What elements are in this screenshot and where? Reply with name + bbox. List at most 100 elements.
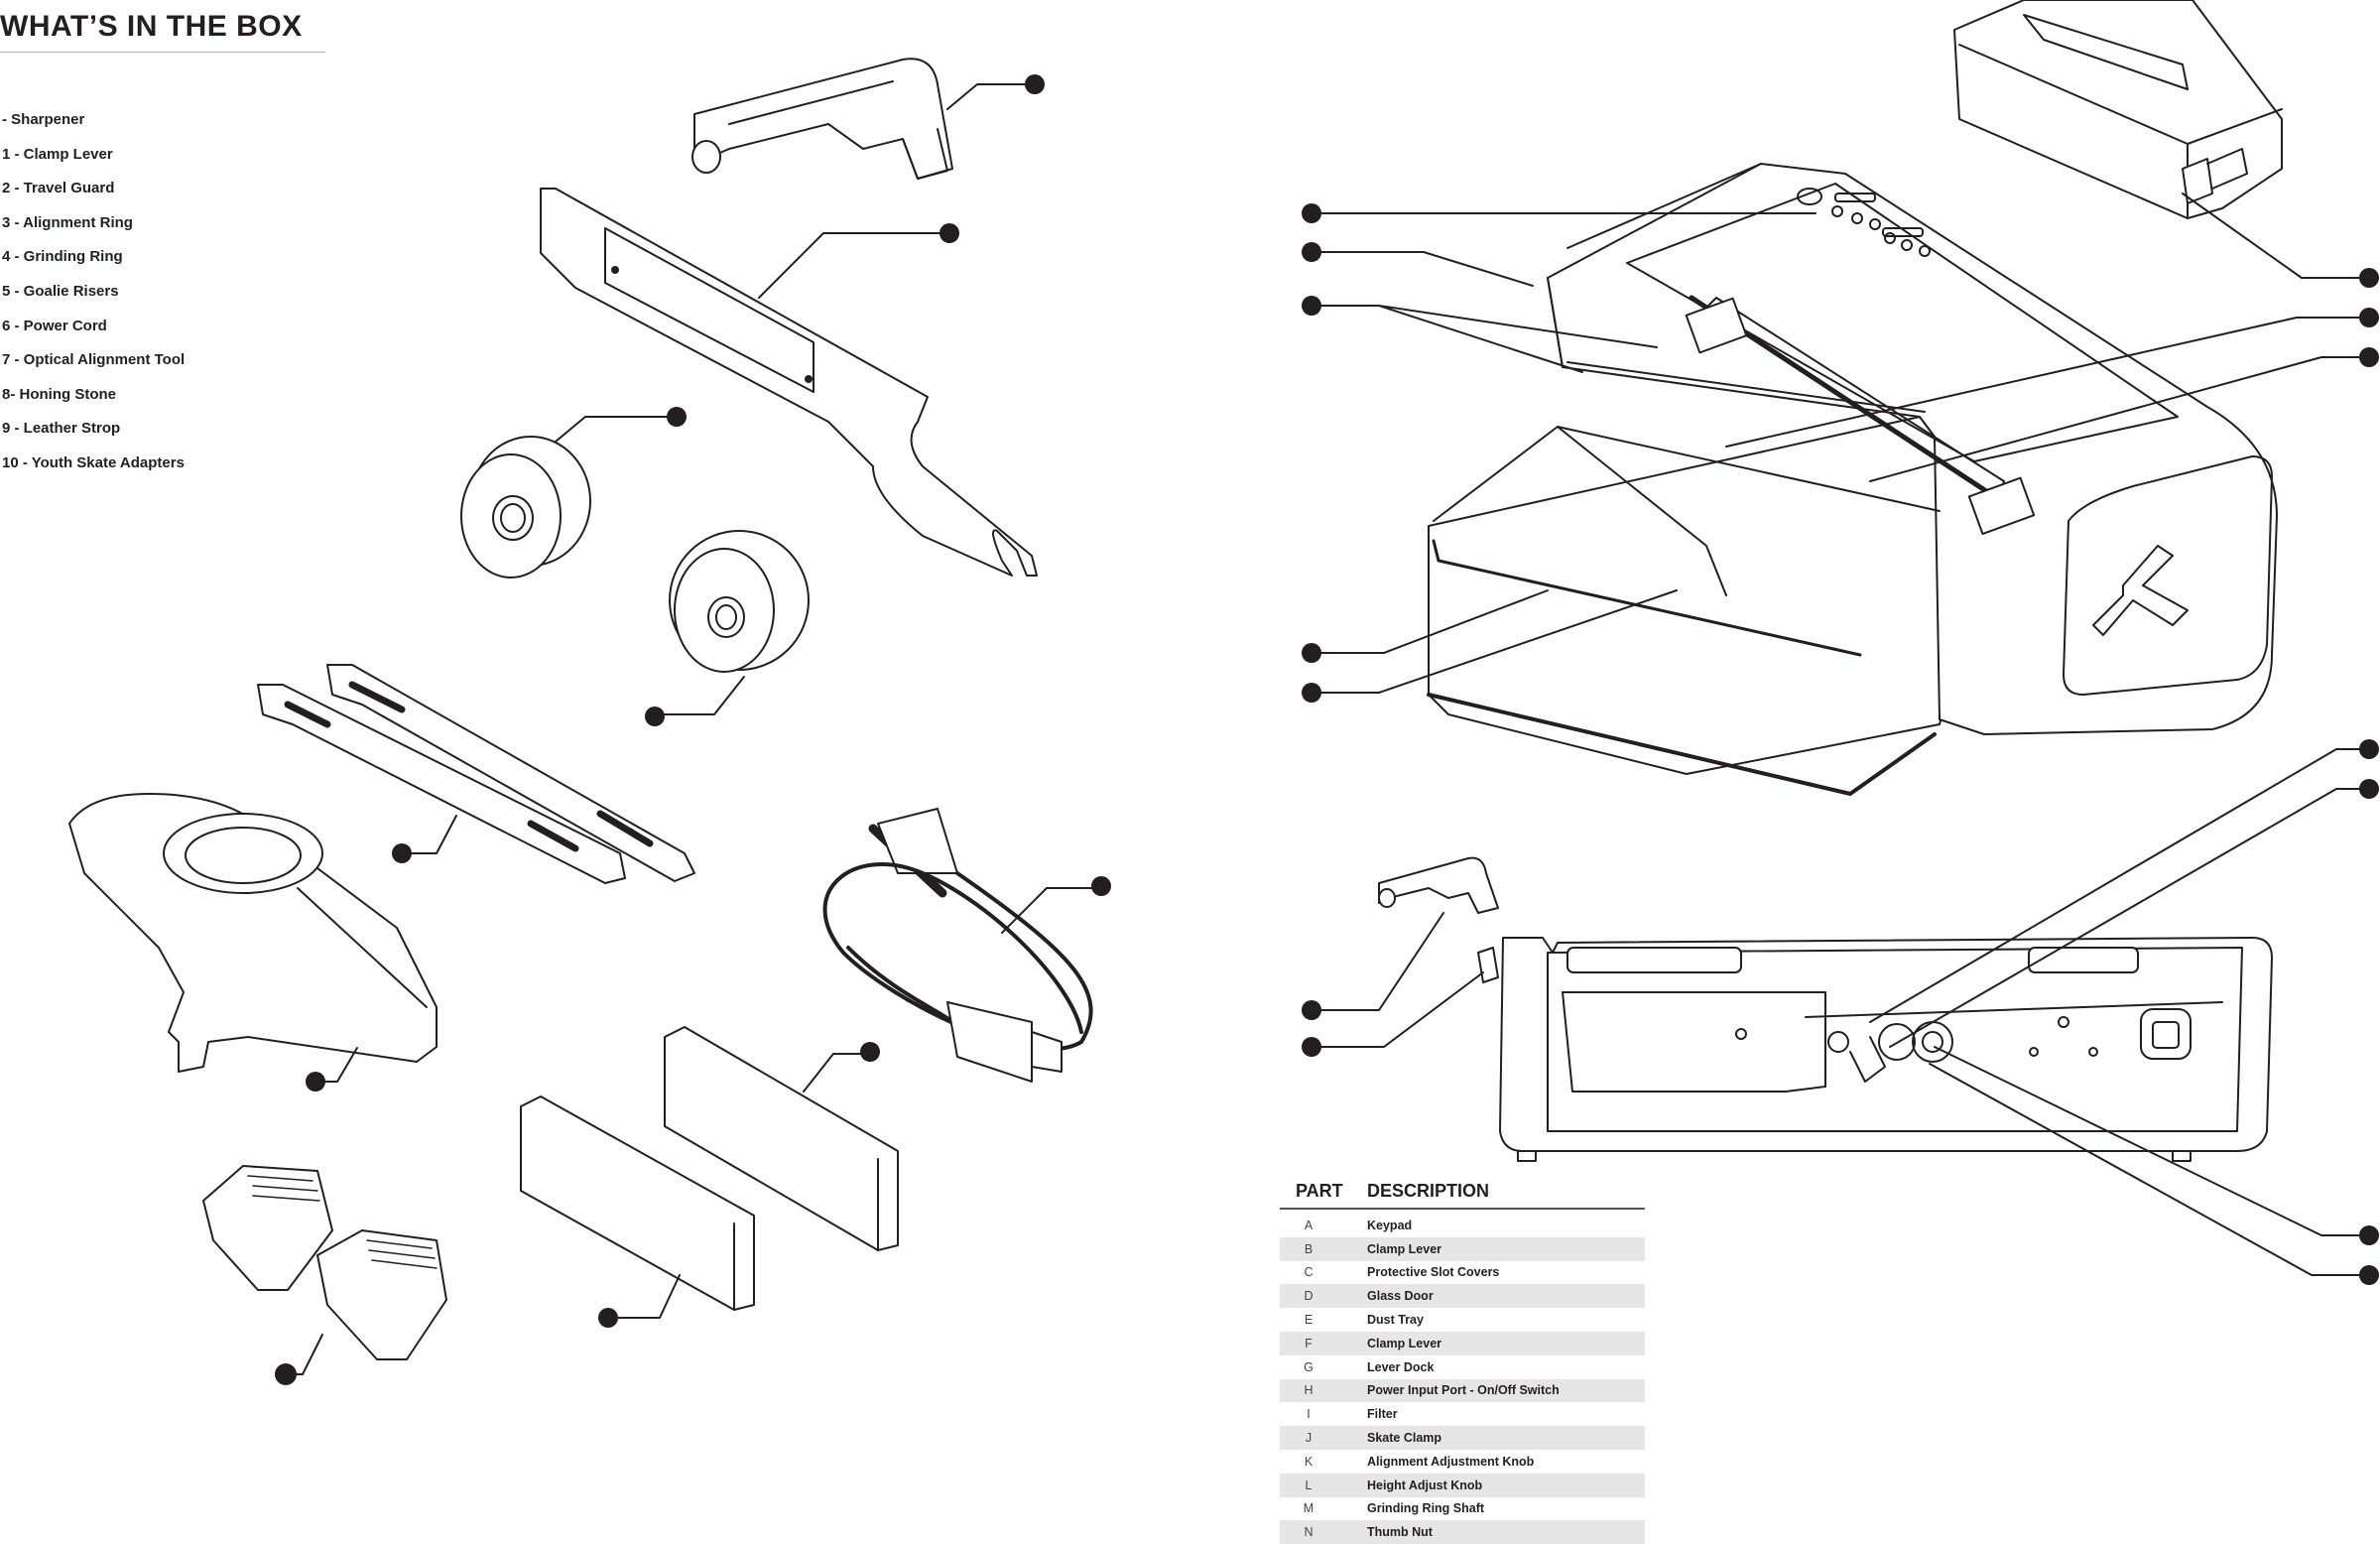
part-letter: G — [1304, 1359, 1314, 1374]
svg-text:A: A — [1307, 206, 1316, 221]
svg-text:2: 2 — [945, 226, 952, 241]
header-part: PART — [1296, 1181, 1343, 1201]
contents-item: 8- Honing Stone — [2, 385, 116, 403]
table-row: K Alignment Adjustment Knob — [1280, 1450, 1645, 1474]
part-description: Clamp Lever — [1367, 1241, 1442, 1256]
part-description: Keypad — [1367, 1218, 1413, 1232]
contents-item: 7 - Optical Alignment Tool — [2, 351, 186, 369]
part-letter: M — [1303, 1501, 1315, 1516]
part-description: Filter — [1367, 1407, 1398, 1422]
sharpener-main-illustration — [1427, 163, 2278, 796]
part-letter: H — [1304, 1383, 1314, 1398]
box-contents-list: - Sharpener 1 - Clamp Lever 2 - Travel G… — [2, 103, 185, 481]
youth-skate-adapters-illustration — [202, 1165, 447, 1360]
callout-E: E — [1302, 683, 1321, 703]
callout-I: I — [2359, 308, 2379, 327]
svg-text:M: M — [2364, 1228, 2375, 1243]
header-description: DESCRIPTION — [1367, 1181, 1490, 1201]
callout-F: F — [1302, 1000, 1321, 1020]
table-row: J Skate Clamp — [1280, 1426, 1645, 1450]
goalie-risers-illustration — [257, 664, 695, 884]
callout-2: 2 — [939, 223, 959, 243]
part-description: Lever Dock — [1367, 1359, 1435, 1374]
svg-text:H: H — [2364, 271, 2373, 286]
part-letter: D — [1304, 1289, 1314, 1304]
svg-text:C: C — [1307, 299, 1316, 314]
callout-B: B — [1302, 242, 1321, 262]
svg-text:I: I — [2367, 311, 2371, 325]
page-title: WHAT’S IN THE BOX — [0, 10, 303, 43]
callout-7: 7 — [306, 1072, 325, 1092]
part-letter: L — [1305, 1478, 1313, 1492]
callout-4: 4 — [645, 707, 665, 726]
svg-text:5: 5 — [398, 846, 405, 861]
grinding-ring-illustration — [669, 530, 810, 673]
contents-item: 9 - Leather Strop — [2, 420, 121, 438]
svg-text:F: F — [1308, 1003, 1315, 1018]
svg-text:3: 3 — [673, 410, 680, 425]
part-letter: F — [1305, 1336, 1313, 1351]
travel-guard-illustration — [540, 188, 1038, 577]
callout-J: J — [2359, 347, 2379, 367]
svg-text:9: 9 — [604, 1311, 611, 1326]
table-row: D Glass Door — [1280, 1284, 1645, 1309]
power-cord-illustration — [822, 808, 1093, 1083]
callout-L: L — [2359, 779, 2379, 799]
contents-item: 5 - Goalie Risers — [2, 282, 119, 300]
svg-text:4: 4 — [651, 709, 659, 724]
part-description: Skate Clamp — [1367, 1431, 1442, 1446]
part-letter: K — [1304, 1454, 1314, 1469]
part-letter: A — [1304, 1218, 1314, 1232]
part-description: Power Input Port - On/Off Switch — [1367, 1383, 1560, 1398]
callout-D: D — [1302, 643, 1321, 663]
table-row: L Height Adjust Knob — [1280, 1473, 1645, 1497]
part-description: Dust Tray — [1367, 1313, 1424, 1328]
letter-callouts: A B C D E F G H I J K L M N — [1302, 203, 2379, 1285]
parts-table-header: PART DESCRIPTION — [1280, 1181, 1645, 1210]
part-description: Glass Door — [1367, 1289, 1434, 1304]
callout-C: C — [1302, 296, 1321, 316]
svg-text:K: K — [2364, 742, 2374, 757]
part-description: Protective Slot Covers — [1367, 1265, 1500, 1280]
callout-leaders-letters — [1309, 193, 2370, 1276]
table-row: H Power Input Port - On/Off Switch — [1280, 1378, 1645, 1403]
leather-strop-illustration — [520, 1095, 755, 1311]
callout-G: G — [1302, 1037, 1321, 1057]
svg-text:10: 10 — [280, 1368, 292, 1380]
contents-item: 2 - Travel Guard — [2, 180, 115, 197]
part-description: Thumb Nut — [1367, 1525, 1433, 1540]
clamp-lever-illustration — [691, 58, 953, 180]
callout-1: 1 — [1025, 74, 1045, 94]
part-letter: J — [1305, 1431, 1313, 1446]
callout-H: H — [2359, 268, 2379, 288]
svg-text:E: E — [1308, 686, 1316, 701]
contents-item: 3 - Alignment Ring — [2, 213, 133, 231]
part-description: Alignment Adjustment Knob — [1367, 1454, 1535, 1469]
table-row: M Grinding Ring Shaft — [1280, 1497, 1645, 1521]
callout-N: N — [2359, 1265, 2379, 1285]
title-divider — [0, 52, 325, 53]
table-row: A Keypad — [1280, 1214, 1645, 1237]
svg-text:1: 1 — [1031, 77, 1038, 92]
callout-5: 5 — [392, 843, 412, 863]
part-description: Height Adjust Knob — [1367, 1478, 1483, 1492]
sharpener-front-illustration — [1477, 937, 2273, 1162]
callout-K: K — [2359, 739, 2379, 759]
table-row: G Lever Dock — [1280, 1355, 1645, 1379]
part-letter: C — [1304, 1265, 1314, 1280]
part-letter: N — [1304, 1525, 1314, 1540]
svg-text:8: 8 — [866, 1045, 873, 1060]
alignment-ring-illustration — [460, 436, 591, 579]
svg-text:J: J — [2365, 350, 2372, 365]
part-description: Grinding Ring Shaft — [1367, 1501, 1485, 1516]
svg-text:6: 6 — [1097, 879, 1104, 894]
optical-alignment-tool-illustration — [68, 793, 438, 1073]
clamp-lever-small-illustration — [1378, 856, 1499, 914]
